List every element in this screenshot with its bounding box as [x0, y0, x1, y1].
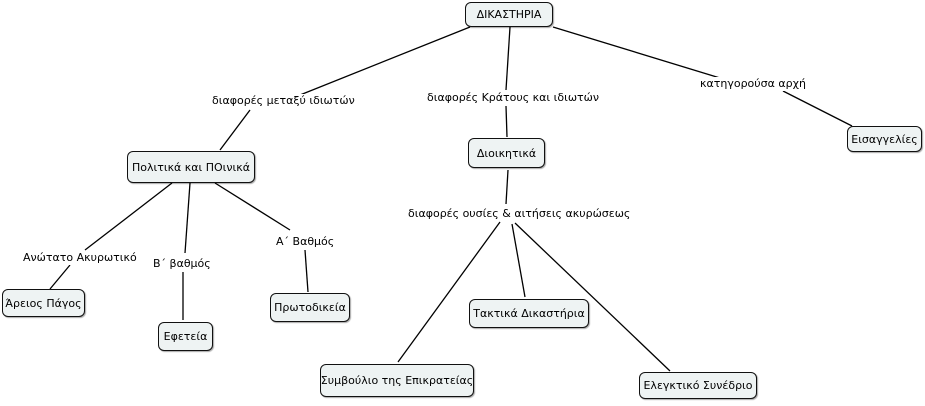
link-label-state-private-disputes: διαφορές Κράτους και ιδιωτών	[427, 91, 600, 105]
link-label-first-degree: Α΄ Βαθμός	[276, 235, 335, 249]
connector-line	[514, 222, 671, 372]
link-label-second-degree: Β΄ βαθμός	[153, 257, 211, 271]
connector-line	[214, 182, 291, 231]
link-label-supreme-cassation: Ανώτατο Ακυρωτικό	[23, 251, 137, 265]
node-administrative-courts[interactable]: Διοικητικά	[468, 138, 545, 168]
link-label-substantive-annulment: διαφορές ουσίες & αιτήσεις ακυρώσεως	[408, 207, 631, 221]
node-regular-admin-courts[interactable]: Τακτικά Δικαστήρια	[469, 299, 589, 328]
node-court-of-audit[interactable]: Ελεγκτικό Συνέδριο	[639, 372, 757, 399]
connector-line	[84, 182, 173, 251]
connector-line	[304, 249, 309, 293]
connector-line	[397, 221, 501, 363]
connector-line	[505, 105, 508, 138]
connector-line	[49, 264, 71, 290]
connector-line	[782, 90, 853, 127]
node-civil-criminal-courts[interactable]: Πολιτικά και ΠΟινικά	[127, 151, 255, 183]
link-label-private-disputes: διαφορές μεταξύ ιδιωτών	[212, 94, 355, 108]
node-council-of-state[interactable]: Συμβούλιο της Επικρατείας	[320, 364, 474, 397]
node-prosecution-offices[interactable]: Εισαγγελίες	[847, 126, 922, 152]
node-areios-pagos[interactable]: Άρειος Πάγος	[2, 289, 85, 317]
connector-line	[505, 169, 509, 205]
connector-line	[505, 26, 511, 91]
node-efeteia[interactable]: Εφετεία	[158, 322, 213, 351]
connector-line	[511, 223, 526, 298]
node-dikastiria[interactable]: ΔΙΚΑΣΤΗΡΙΑ	[465, 2, 553, 27]
link-label-accusing-authority: κατηγορούσα αρχή	[700, 77, 806, 91]
connector-line	[299, 26, 471, 96]
connector-line	[219, 109, 251, 151]
connector-line	[184, 182, 191, 254]
node-protodikeia[interactable]: Πρωτοδικεία	[270, 293, 350, 322]
connector-line	[552, 26, 721, 79]
